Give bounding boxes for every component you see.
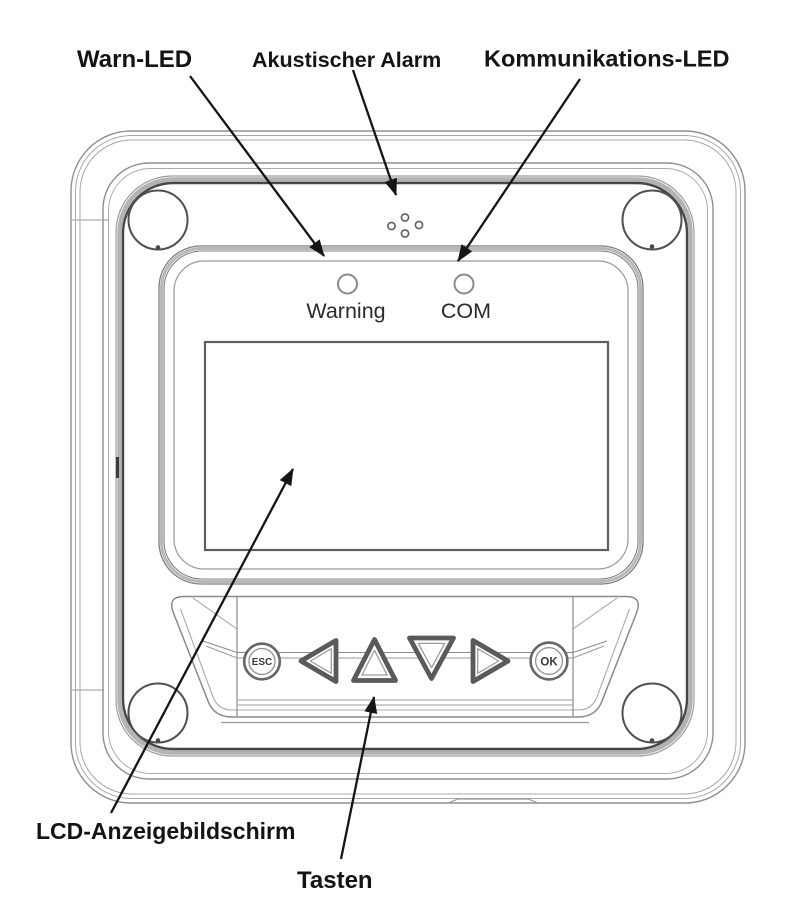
callout-arrow-warn-led — [189, 75, 325, 257]
callout-arrow-communication-led — [457, 78, 581, 262]
screw-hole-bottom-right — [621, 682, 683, 744]
ok-button-label: OK — [540, 657, 558, 669]
callout-arrows — [109, 69, 581, 860]
esc-button: ESC — [242, 642, 282, 681]
bottom-edge-notch — [447, 798, 539, 804]
arrow-up-button: up — [351, 637, 398, 683]
label-warn-led: Warn-LED — [77, 46, 192, 73]
display-bezel — [158, 245, 644, 585]
label-communication-led: Kommunikations-LED — [484, 46, 729, 72]
callout-arrow-lcd-screen — [109, 468, 295, 814]
ok-button: OK — [529, 641, 569, 681]
arrow-down-button: down — [407, 635, 456, 681]
arrow-right-button: right — [470, 638, 511, 684]
esc-button-label: ESC — [252, 657, 273, 668]
screw-hole-bottom-left — [127, 682, 189, 744]
warning-led — [337, 273, 358, 295]
label-lcd-screen: LCD-Anzeigebildschirm — [36, 818, 295, 844]
keypad-panel — [170, 595, 640, 724]
com-led — [453, 273, 475, 295]
label-keys: Tasten — [297, 867, 373, 894]
buzzer-grille — [387, 213, 424, 238]
label-acoustic-alarm: Akustischer Alarm — [252, 48, 441, 72]
screw-hole-top-right — [621, 189, 683, 251]
lcd-screen — [203, 340, 610, 552]
callout-arrow-keys — [339, 696, 378, 860]
screw-hole-top-left — [127, 189, 189, 251]
indicator-leds: Warning COM — [306, 273, 491, 323]
callout-labels: Warn-LED Akustischer Alarm Kommunikation… — [36, 46, 729, 895]
keypad-buttons: ESC left up down right OK — [242, 635, 569, 684]
front-face-bezel — [115, 175, 695, 757]
com-led-label: COM — [441, 299, 491, 323]
arrow-left-button: left — [298, 638, 339, 684]
warning-led-label: Warning — [306, 299, 385, 323]
callout-arrow-acoustic-alarm — [351, 69, 398, 196]
outer-housing — [70, 130, 746, 804]
